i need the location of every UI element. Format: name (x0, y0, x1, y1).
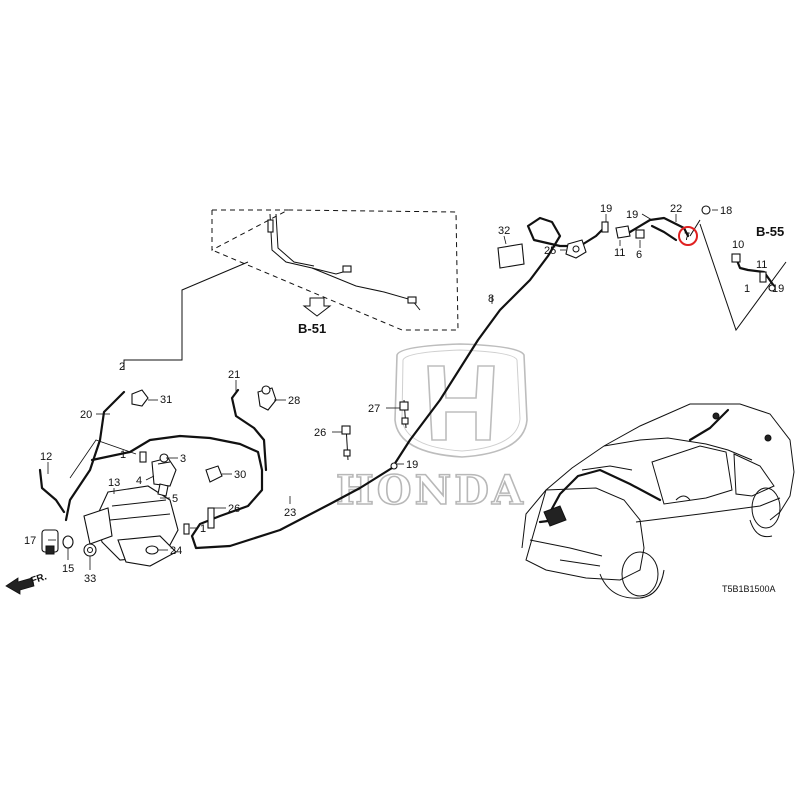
callout-30: 30 (234, 469, 246, 481)
callout-27: 27 (368, 403, 380, 415)
callout-8: 8 (488, 293, 494, 305)
callout-28: 28 (288, 395, 300, 407)
callout-labels: 2 20 31 12 1 3 4 5 13 30 21 28 26 1 24 1… (24, 203, 784, 585)
callout-2: 2 (119, 361, 125, 373)
front-direction-indicator: FR. (5, 571, 49, 595)
callout-25: 25 (544, 245, 556, 257)
arrow-left-icon (5, 577, 35, 595)
callout-20: 20 (80, 409, 92, 421)
callout-13: 13 (108, 477, 120, 489)
callout-1-right: 1 (744, 283, 750, 295)
car-outline (521, 403, 795, 599)
callout-31: 31 (160, 394, 172, 406)
callout-11-right: 11 (756, 259, 767, 271)
callout-leaders (47, 209, 718, 570)
callout-26-left: 26 (228, 503, 240, 515)
callout-17: 17 (24, 535, 36, 547)
highlight-part-7[interactable]: 7 (678, 226, 698, 246)
section-ref-b55: B-55 (756, 224, 784, 239)
callout-33: 33 (84, 573, 96, 585)
callout-6: 6 (636, 249, 642, 261)
inset-b55: B-55 (699, 223, 787, 332)
callout-19-center: 19 (406, 459, 418, 471)
callout-21: 21 (228, 369, 240, 381)
callout-1-tank: 1 (200, 523, 206, 535)
watermark-text: HONDA (336, 467, 526, 514)
callout-22: 22 (670, 203, 682, 215)
callout-15: 15 (62, 563, 74, 575)
callout-12: 12 (40, 451, 52, 463)
rear-washer-hose (390, 205, 711, 470)
inset-b51: B-51 (211, 209, 459, 336)
callout-11-top: 11 (614, 247, 625, 259)
diagram-code: T5B1B1500A (722, 584, 776, 594)
callout-32: 32 (498, 225, 510, 237)
honda-watermark: HONDA (335, 343, 528, 515)
callout-24: 24 (170, 545, 182, 557)
callout-3: 3 (180, 453, 186, 465)
callout-7: 7 (684, 231, 690, 243)
callout-23: 23 (284, 507, 296, 519)
callout-19-top: 19 (600, 203, 612, 215)
callout-5: 5 (172, 493, 178, 505)
callout-10: 10 (732, 239, 744, 251)
callout-4: 4 (136, 475, 142, 487)
section-ref-b51: B-51 (298, 321, 326, 336)
arrow-down-icon (302, 297, 332, 317)
highlight-circle (678, 226, 698, 246)
callout-1-left: 1 (120, 449, 126, 461)
callout-26-center: 26 (314, 427, 326, 439)
callout-19-mid: 19 (626, 209, 638, 221)
direction-label: FR. (30, 571, 49, 587)
callout-18: 18 (720, 205, 732, 217)
washer-tank-assembly (38, 385, 409, 567)
callout-19-right: 19 (772, 283, 784, 295)
